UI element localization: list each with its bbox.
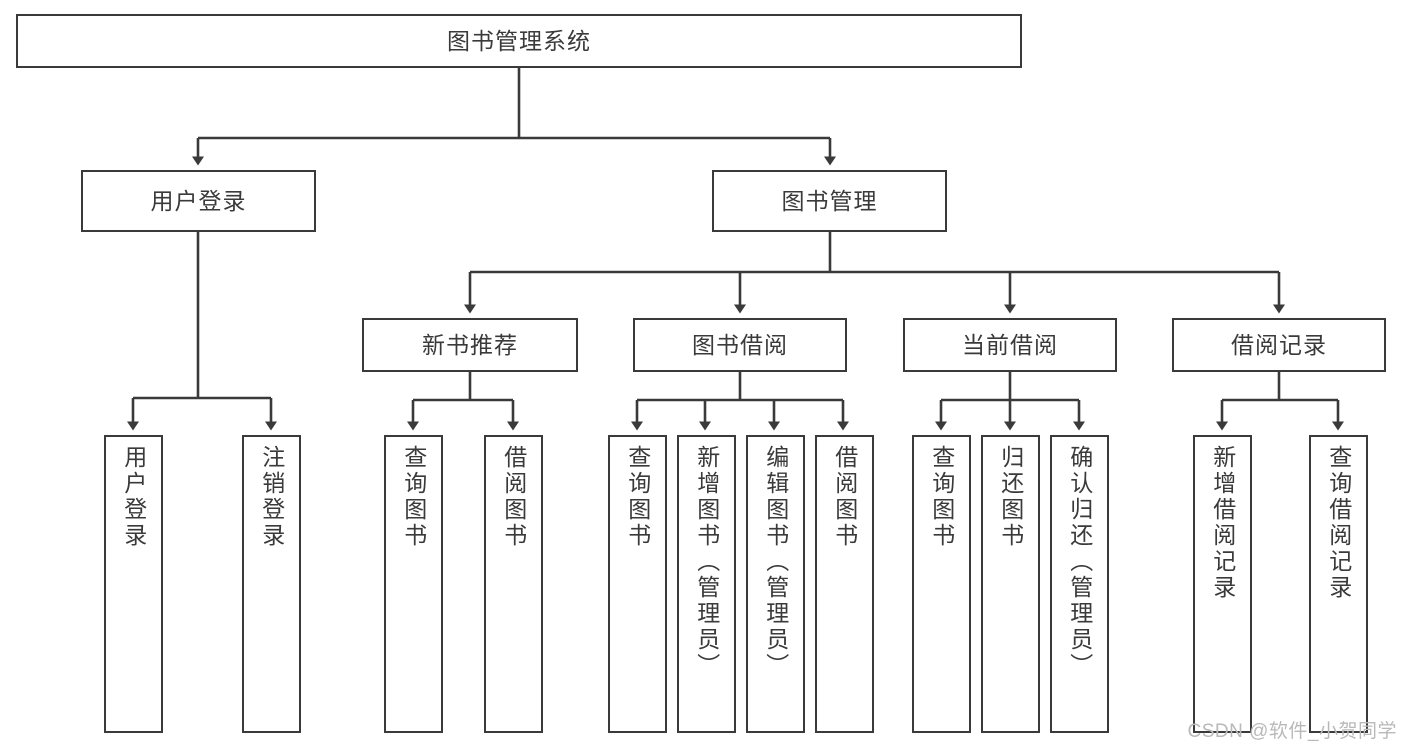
node-borrow-record[interactable]: 借阅记录 xyxy=(1172,318,1386,372)
node-book-borrow[interactable]: 图书借阅 xyxy=(633,318,847,372)
leaf-borrow-add-label: 新增图书（管理员） xyxy=(693,445,720,679)
leaf-current-confirm-return[interactable]: 确认归还（管理员） xyxy=(1050,435,1109,733)
node-borrow-record-label: 借阅记录 xyxy=(1231,331,1327,358)
node-new-book-recommend[interactable]: 新书推荐 xyxy=(362,318,578,372)
leaf-record-add-label: 新增借阅记录 xyxy=(1209,445,1236,601)
leaf-newbook-query[interactable]: 查询图书 xyxy=(384,435,443,733)
leaf-logout[interactable]: 注销登录 xyxy=(242,435,301,733)
leaf-record-query[interactable]: 查询借阅记录 xyxy=(1309,435,1368,733)
leaf-borrow-add[interactable]: 新增图书（管理员） xyxy=(677,435,736,733)
leaf-newbook-query-label: 查询图书 xyxy=(400,445,427,549)
node-current-borrow-label: 当前借阅 xyxy=(962,331,1058,358)
leaf-borrow-do-label: 借阅图书 xyxy=(831,445,858,549)
leaf-borrow-query[interactable]: 查询图书 xyxy=(608,435,667,733)
node-book-borrow-label: 图书借阅 xyxy=(692,331,788,358)
watermark: CSDN @软件_小贺同学 xyxy=(1187,721,1397,742)
node-root[interactable]: 图书管理系统 xyxy=(16,14,1022,68)
leaf-record-add[interactable]: 新增借阅记录 xyxy=(1193,435,1252,733)
leaf-borrow-do[interactable]: 借阅图书 xyxy=(815,435,874,733)
node-user-login[interactable]: 用户登录 xyxy=(81,170,316,232)
leaf-newbook-borrow[interactable]: 借阅图书 xyxy=(484,435,543,733)
leaf-borrow-edit[interactable]: 编辑图书（管理员） xyxy=(746,435,805,733)
leaf-borrow-query-label: 查询图书 xyxy=(624,445,651,549)
leaf-current-return-label: 归还图书 xyxy=(997,445,1024,549)
leaf-newbook-borrow-label: 借阅图书 xyxy=(500,445,527,549)
leaf-borrow-edit-label: 编辑图书（管理员） xyxy=(762,445,789,679)
leaf-current-query[interactable]: 查询图书 xyxy=(912,435,971,733)
leaf-user-login[interactable]: 用户登录 xyxy=(104,435,163,733)
node-new-book-recommend-label: 新书推荐 xyxy=(422,331,518,358)
node-book-management[interactable]: 图书管理 xyxy=(712,170,947,232)
node-root-label: 图书管理系统 xyxy=(447,27,591,54)
leaf-current-query-label: 查询图书 xyxy=(928,445,955,549)
leaf-record-query-label: 查询借阅记录 xyxy=(1325,445,1352,601)
leaf-user-login-label: 用户登录 xyxy=(120,445,147,549)
leaf-current-return[interactable]: 归还图书 xyxy=(981,435,1040,733)
node-current-borrow[interactable]: 当前借阅 xyxy=(903,318,1117,372)
node-user-login-label: 用户登录 xyxy=(150,187,247,214)
leaf-current-confirm-return-label: 确认归还（管理员） xyxy=(1066,445,1093,679)
leaf-logout-label: 注销登录 xyxy=(258,445,285,549)
node-book-management-label: 图书管理 xyxy=(781,187,878,214)
